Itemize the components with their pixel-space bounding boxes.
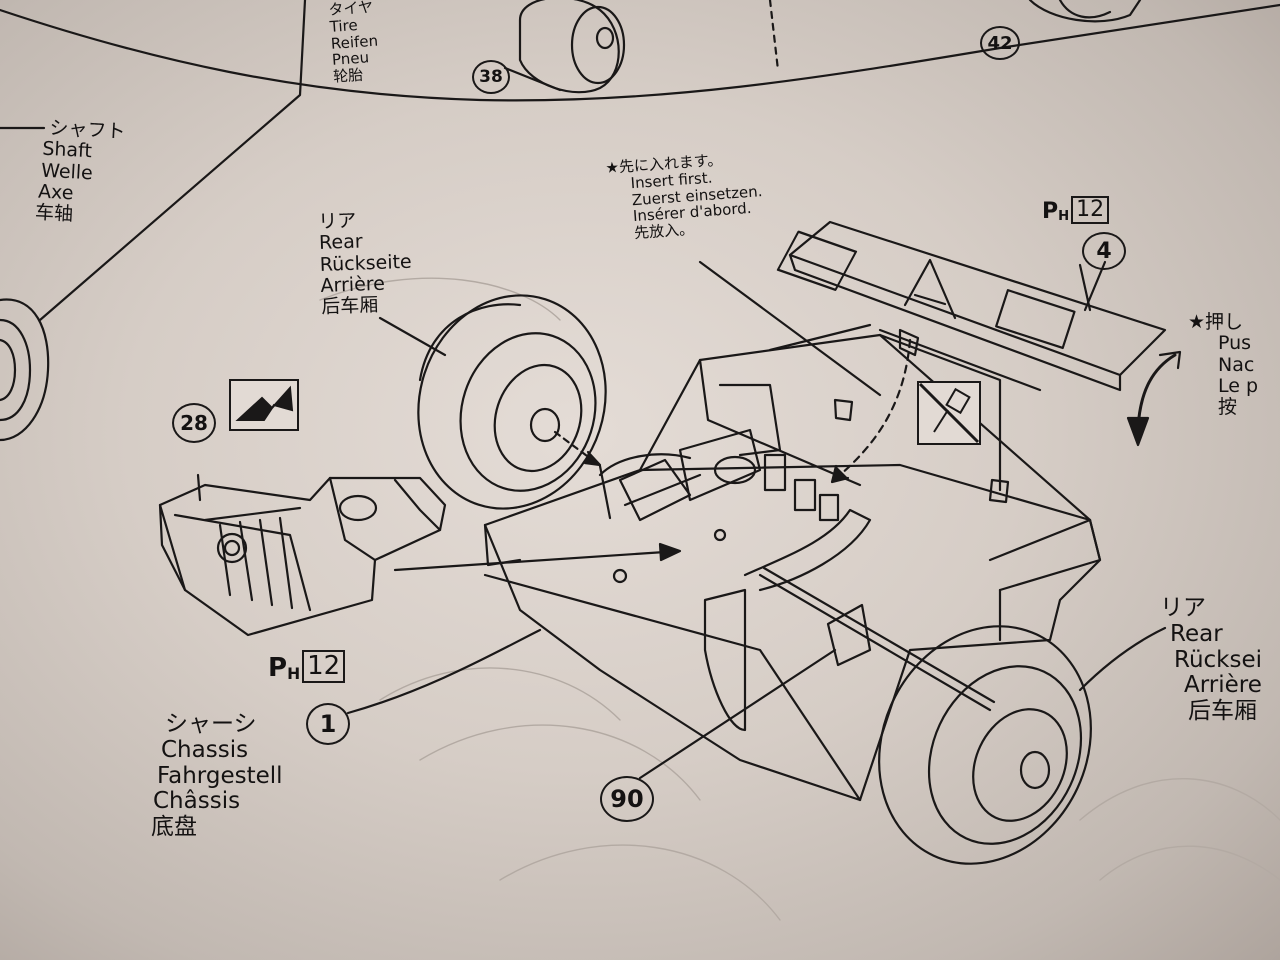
rear-left-label: リア Rear Rückseite Arrière 后车厢 bbox=[318, 209, 414, 318]
rear-right-label-de: Rücksei bbox=[1174, 646, 1263, 673]
motor-cover-part-28 bbox=[158, 473, 447, 637]
shaft-label-cn: 车轴 bbox=[34, 201, 74, 226]
glue-icon bbox=[229, 379, 299, 431]
part-number-38: 38 bbox=[472, 60, 510, 94]
ph-mark-bottom: P H 12 bbox=[268, 650, 346, 683]
push-label-fr: Le p bbox=[1218, 374, 1259, 397]
rear-right-label: リア Rear Rücksei Arrière 后车厢 bbox=[1160, 595, 1263, 725]
ph-mark-top-sub: H bbox=[1058, 209, 1070, 225]
panel-insert-dashed-arc bbox=[838, 338, 912, 477]
motor-cover-arrow-line bbox=[393, 550, 667, 572]
rear-left-label-cn: 后车厢 bbox=[320, 294, 379, 318]
chassis-body bbox=[483, 323, 1102, 802]
rear-axle-shaft bbox=[758, 566, 996, 712]
push-label-cn: 按 bbox=[1218, 396, 1238, 419]
rear-right-label-jp: リア bbox=[1160, 595, 1206, 621]
ph-mark-top-letter: P bbox=[1042, 199, 1059, 225]
ph-mark-bottom-sub: H bbox=[287, 664, 301, 683]
rear-right-label-fr: Arrière bbox=[1184, 672, 1262, 699]
part-number-1: 1 bbox=[306, 703, 350, 745]
chassis-leader-line bbox=[346, 628, 542, 715]
wheel-42-fragment bbox=[1028, 0, 1142, 23]
faint-background-lines bbox=[319, 277, 1280, 921]
push-label-de: Nac bbox=[1218, 353, 1255, 376]
part-number-4: 4 bbox=[1082, 232, 1126, 270]
rear-right-leader-line bbox=[1078, 626, 1167, 692]
ph-mark-bottom-letter: P bbox=[268, 652, 288, 683]
chassis-label: シャーシ Chassis Fahrgestell Châssis 底盘 bbox=[151, 711, 283, 841]
rear-left-wheel bbox=[417, 294, 607, 510]
push-label: ★押し Pus Nac Le p 按 bbox=[1188, 311, 1259, 419]
part-number-28: 28 bbox=[172, 403, 216, 443]
chassis-label-jp: シャーシ bbox=[165, 711, 257, 737]
axle-arrow bbox=[583, 450, 602, 467]
panel-insert-arrow bbox=[830, 464, 850, 484]
shaft-label: シャフト Shaft Welle Axe 车轴 bbox=[34, 117, 126, 228]
push-label-jp: ★押し bbox=[1188, 311, 1244, 333]
part-number-42: 42 bbox=[980, 26, 1020, 60]
ph-mark-bottom-number: 12 bbox=[302, 650, 346, 683]
motor-cover-arrow-head bbox=[658, 542, 682, 562]
axle-insert-dashed bbox=[553, 430, 597, 464]
part-number-90: 90 bbox=[600, 776, 654, 822]
part-4-leader-line bbox=[1083, 260, 1107, 312]
left-partial-tire bbox=[0, 298, 50, 442]
chassis-label-en: Chassis bbox=[161, 736, 249, 763]
rear-left-label-de: Rückseite bbox=[319, 250, 413, 276]
insert-first-label: ★先に入れます。 Insert first. Zuerst einsetzen.… bbox=[605, 149, 765, 244]
chassis-label-de: Fahrgestell bbox=[157, 762, 283, 789]
tire-leader-line bbox=[38, 0, 307, 322]
rear-right-label-en: Rear bbox=[1170, 620, 1223, 647]
ph-mark-top-number: 12 bbox=[1071, 196, 1110, 225]
chassis-label-fr: Châssis bbox=[153, 788, 241, 815]
tire-label-cn: 轮胎 bbox=[332, 65, 364, 86]
chassis-label-cn: 底盘 bbox=[151, 814, 197, 840]
panel-border-curve bbox=[0, 3, 1280, 102]
push-label-en: Pus bbox=[1218, 332, 1252, 355]
ph-mark-top: P H 12 bbox=[1042, 196, 1110, 225]
rear-panel-part-4 bbox=[776, 220, 1167, 392]
wheel-38-fragment bbox=[503, 0, 626, 94]
insert-first-leader bbox=[698, 260, 882, 397]
rear-right-label-cn: 后车厢 bbox=[1188, 698, 1257, 724]
panel-divider-dashed bbox=[768, 0, 780, 72]
tire-label: タイヤ Tire Reifen Pneu 轮胎 bbox=[328, 0, 381, 86]
part-90-leader-line bbox=[638, 648, 837, 780]
rear-left-leader-line bbox=[378, 316, 447, 357]
no-glue-icon bbox=[917, 381, 981, 445]
